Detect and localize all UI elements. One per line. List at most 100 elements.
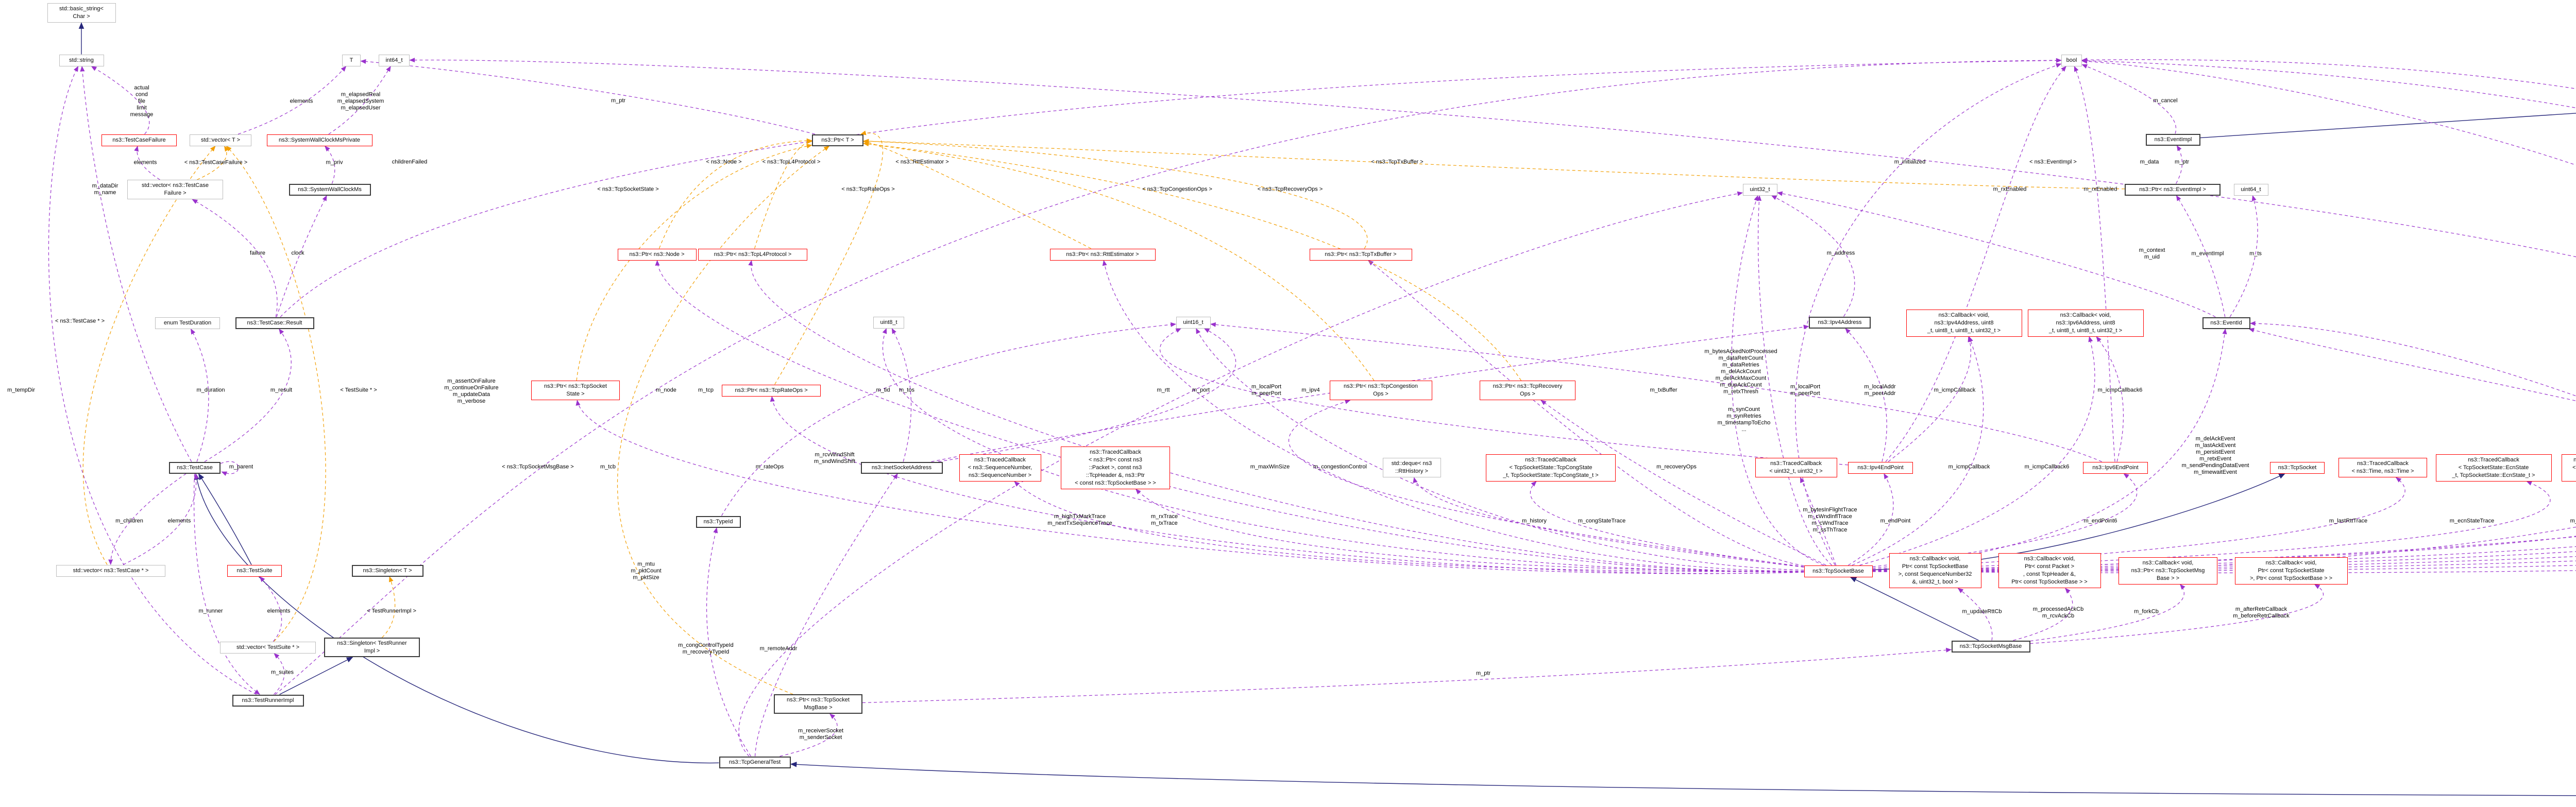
edge-template <box>754 139 812 249</box>
node-inetsockaddr[interactable]: ns3::InetSocketAddress <box>860 461 943 474</box>
node-tcpsocketbase[interactable]: ns3::TcpSocketBase <box>1804 565 1873 577</box>
node-uint16[interactable]: uint16_t <box>1176 316 1211 329</box>
node-cbretr[interactable]: ns3::Callback< void, Ptr< const TcpSocke… <box>2234 557 2348 585</box>
node-cbrcvack[interactable]: ns3::Callback< void, Ptr< const Packet >… <box>1998 553 2101 588</box>
edge-label: m_remoteAddr <box>759 645 798 652</box>
node-dequertt[interactable]: std::deque< ns3 ::RttHistory > <box>1382 458 1441 477</box>
node-ptrtxbuf[interactable]: ns3::Ptr< ns3::TcpTxBuffer > <box>1309 248 1412 261</box>
node-tcpgt[interactable]: ns3::TcpGeneralTest <box>719 756 791 768</box>
edge-member <box>134 145 160 180</box>
edge-inheritance <box>194 473 719 764</box>
edge-inheritance <box>1850 576 1979 641</box>
edge-label: < ns3::TcpRecoveryOps > <box>1257 186 1323 193</box>
node-ptrtco[interactable]: ns3::Ptr< ns3::TcpCongestion Ops > <box>1329 381 1432 400</box>
edge-member <box>2081 58 2576 109</box>
edge-label: < TestSuite * > <box>340 387 377 393</box>
node-t[interactable]: T <box>342 54 361 66</box>
edge-member <box>721 322 1177 516</box>
edge-member <box>91 65 150 134</box>
node-vectort[interactable]: std::vector< T > <box>190 134 251 146</box>
node-cbupdatertt[interactable]: ns3::Callback< void, Ptr< const TcpSocke… <box>1889 553 1981 588</box>
edge-label: m_synCount m_synRetries m_timestampToEch… <box>1717 406 1771 433</box>
node-tcpsmb[interactable]: ns3::TcpSocketMsgBase <box>1951 640 2030 653</box>
node-int64[interactable]: int64_t <box>379 54 410 66</box>
node-ptrnode[interactable]: ns3::Ptr< ns3::Node > <box>617 248 697 261</box>
edge-member <box>931 324 1809 462</box>
edge-label: m_result <box>270 387 293 393</box>
node-bool[interactable]: bool <box>2061 54 2082 66</box>
edge-member <box>273 653 285 695</box>
edge-member <box>1771 195 1855 317</box>
node-tcdr[interactable]: ns3::TracedCallback < ns3::DataRate, ns3… <box>2562 454 2576 482</box>
edge-template <box>863 142 1375 381</box>
edge-label: m_suites <box>270 669 294 676</box>
node-swcm[interactable]: ns3::SystemWallClockMs <box>289 183 371 196</box>
edge-label: m_pacingRateTrace <box>2570 518 2576 524</box>
edge-label: m_ipv4 <box>1301 387 1320 393</box>
node-ipv4addr[interactable]: ns3::Ipv4Address <box>1809 316 1871 329</box>
node-testcasefailure[interactable]: ns3::TestCaseFailure <box>101 134 177 146</box>
node-ptrei[interactable]: ns3::Ptr< ns3::EventImpl > <box>2125 183 2221 196</box>
node-cbfork[interactable]: ns3::Callback< void, ns3::Ptr< ns3::TcpS… <box>2119 557 2217 585</box>
node-ipv6ep[interactable]: ns3::Ipv6EndPoint <box>2083 461 2148 474</box>
edge-label: m_rxEnabled <box>2083 186 2117 193</box>
node-ptrtro[interactable]: ns3::Ptr< ns3::TcpRateOps > <box>722 384 821 397</box>
node-cbicmp4[interactable]: ns3::Callback< void, ns3::Ipv4Address, u… <box>1906 309 2022 337</box>
node-stdstring[interactable]: std::string <box>59 54 104 66</box>
edge-member <box>779 713 838 757</box>
node-basicstring[interactable]: std::basic_string< Char > <box>47 3 116 23</box>
edge-label: elements <box>267 608 291 614</box>
node-enumtd[interactable]: enum TestDuration <box>155 317 220 329</box>
edge-member <box>1800 477 1837 565</box>
node-ptrsmb[interactable]: ns3::Ptr< ns3::TcpSocket MsgBase > <box>774 694 862 714</box>
edge-template <box>617 146 830 695</box>
node-eventid[interactable]: ns3::EventId <box>2202 317 2250 329</box>
edge-label: m_tid <box>876 387 890 393</box>
node-ptrt[interactable]: ns3::Ptr< T > <box>812 134 863 146</box>
node-tctime[interactable]: ns3::TracedCallback < ns3::Time, ns3::Ti… <box>2338 458 2427 477</box>
node-vectcf[interactable]: std::vector< ns3::TestCase Failure > <box>127 180 223 199</box>
edge-member <box>2081 64 2177 134</box>
edge-label: m_ptr <box>611 97 626 104</box>
node-singletont[interactable]: ns3::Singleton< T > <box>351 564 423 577</box>
node-testsuite[interactable]: ns3::TestSuite <box>227 564 282 577</box>
node-tcpsocket[interactable]: ns3::TcpSocket <box>2270 461 2325 474</box>
edge-label: m_rateOps <box>755 463 784 470</box>
edge-label: m_endPoint <box>1880 518 1911 524</box>
node-uint8[interactable]: uint8_t <box>873 316 904 329</box>
node-tcpkt[interactable]: ns3::TracedCallback < ns3::Ptr< const ns… <box>1061 446 1170 489</box>
node-ptrrtt[interactable]: ns3::Ptr< ns3::RttEstimator > <box>1049 248 1156 261</box>
node-tcresult[interactable]: ns3::TestCase::Result <box>235 317 314 329</box>
edge-member <box>1885 66 2066 462</box>
node-singletontri[interactable]: ns3::Singleton< TestRunner Impl > <box>324 638 420 657</box>
node-tcu32[interactable]: ns3::TracedCallback < uint32_t, uint32_t… <box>1755 458 1837 477</box>
node-ptrtcpl4[interactable]: ns3::Ptr< ns3::TcpL4Protocol > <box>698 248 807 261</box>
edge-label: m_maxWinSize <box>1250 463 1290 470</box>
node-swcmpriv[interactable]: ns3::SystemWallClockMsPrivate <box>266 134 372 146</box>
edge-label: m_congestionControl <box>1313 463 1367 470</box>
node-vectcp[interactable]: std::vector< ns3::TestCase * > <box>56 564 165 577</box>
node-vectsp[interactable]: std::vector< TestSuite * > <box>220 641 316 654</box>
edge-member <box>1872 328 2227 569</box>
edge-label: < ns3::EventImpl > <box>2029 159 2077 165</box>
edge-label: m_elapsedReal m_elapsedSystem m_elapsedU… <box>337 91 384 111</box>
node-cbicmp6[interactable]: ns3::Callback< void, ns3::Ipv6Address, u… <box>2027 309 2144 337</box>
node-ptrtss[interactable]: ns3::Ptr< ns3::TcpSocket State > <box>531 381 620 400</box>
node-ipv4ep[interactable]: ns3::Ipv4EndPoint <box>1848 461 1913 474</box>
node-tcseqseq[interactable]: ns3::TracedCallback < ns3::SequenceNumbe… <box>959 454 1041 482</box>
node-typeid[interactable]: ns3::TypeId <box>696 516 741 528</box>
edge-member <box>1776 191 2216 318</box>
node-tcecn[interactable]: ns3::TracedCallback < TcpSocketState::Ec… <box>2435 454 2552 482</box>
edge-member <box>2030 583 2324 644</box>
edge-label: m_icmpCallback <box>1948 463 1990 470</box>
node-testrunnerimpl[interactable]: ns3::TestRunnerImpl <box>232 694 304 707</box>
node-tccong[interactable]: ns3::TracedCallback < TcpSocketState::Tc… <box>1486 454 1616 482</box>
node-testcase[interactable]: ns3::TestCase <box>169 461 221 474</box>
edge-label: m_rxTrace m_txTrace <box>1150 513 1178 526</box>
edge-label: m_localAddr m_peerAddr <box>1864 384 1896 397</box>
edge-member <box>2176 145 2183 184</box>
node-uint32[interactable]: uint32_t <box>1742 183 1777 196</box>
node-ptrtrco[interactable]: ns3::Ptr< ns3::TcpRecovery Ops > <box>1480 381 1575 400</box>
node-eventimpl[interactable]: ns3::EventImpl <box>2146 133 2200 146</box>
node-uint64[interactable]: uint64_t <box>2233 183 2268 196</box>
